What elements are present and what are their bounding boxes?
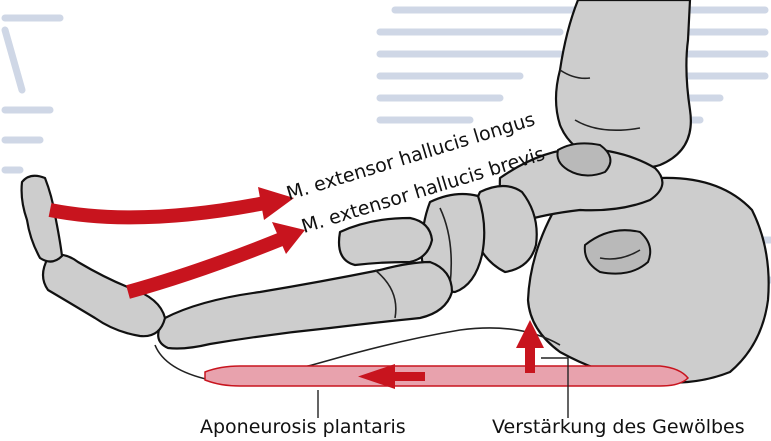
aponeurosis-label: Aponeurosis plantaris bbox=[200, 418, 406, 437]
arch-reinforcement-label: Verstärkung des Gewölbes bbox=[492, 418, 745, 437]
tibia-bone bbox=[556, 0, 691, 168]
aponeurosis-band bbox=[205, 366, 688, 386]
arch-arrow-shaft bbox=[525, 345, 535, 373]
proximal-phalanx bbox=[43, 255, 165, 336]
distal-phalanx bbox=[22, 176, 62, 262]
second-metatarsal bbox=[339, 218, 432, 265]
extensor-hallucis-brevis-arrow bbox=[128, 238, 284, 292]
extensor-hallucis-longus-arrow bbox=[50, 202, 270, 217]
aponeurosis-pull-shaft bbox=[395, 372, 425, 381]
